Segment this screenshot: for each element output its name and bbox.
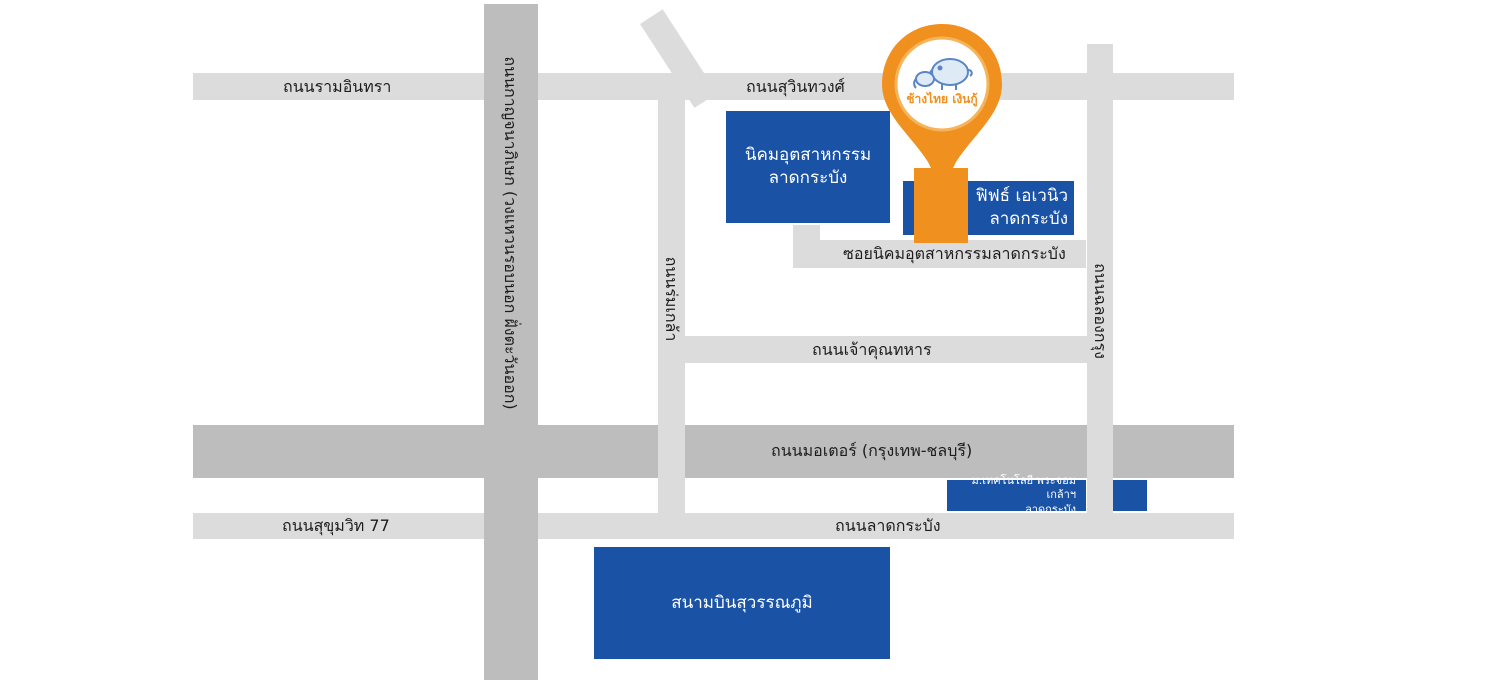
label-suwinthawong: ถนนสุวินทวงศ์ — [746, 77, 845, 96]
location-pin[interactable] — [880, 22, 1004, 192]
airport-block: สนามบินสุวรรณภูมิ — [594, 547, 890, 659]
first-avenue-name-line2: ลาดกระบัง — [989, 209, 1068, 229]
airport-name: สนามบินสุวรรณภูมิ — [671, 592, 813, 613]
kmitl-annex-block — [1113, 480, 1147, 511]
label-motorway: ถนนมอเตอร์ (กรุงเทพ-ชลบุรี) — [771, 441, 973, 460]
elephant-icon — [913, 58, 973, 90]
label-chaokhun-thahan: ถนนเจ้าคุณทหาร — [812, 340, 932, 359]
first-avenue-name-line1: ฟิฟธ์ เอเวนิว — [975, 186, 1068, 207]
industrial-estate-name-line1: นิคมอุตสาหกรรม — [744, 145, 872, 166]
label-kanchanaphisek: ถนนกาญจนาภิเษก (วงแหวนรอบนอก ฝั่งตะวันออ… — [501, 56, 520, 410]
map-pin-icon — [882, 24, 1002, 190]
kmitl-name-line1: ม.เทคโนโลยี พระจอมเกล้าฯ — [971, 474, 1076, 502]
road-sukhumvit77 — [193, 513, 1234, 539]
kmitl-block: ม.เทคโนโลยี พระจอมเกล้าฯ ลาดกระบัง — [947, 474, 1086, 516]
road-kanchanaphisek — [484, 4, 538, 680]
label-sukhumvit77: ถนนสุขุมวิท 77 — [282, 516, 390, 535]
label-ramintra: ถนนรามอินทรา — [283, 77, 392, 96]
industrial-estate-block: นิคมอุตสาหกรรม ลาดกระบัง — [726, 111, 890, 223]
industrial-estate-name-line2: ลาดกระบัง — [768, 168, 848, 188]
road-romklao — [658, 98, 685, 513]
pin-brand-label: ช้างไทย เงินกู้ — [906, 92, 978, 106]
road-chalongkrung — [1087, 44, 1113, 513]
label-chalongkrung: ถนนฉลองกรุง — [1091, 263, 1110, 359]
road-soi-nikhom-stub — [793, 225, 820, 245]
road-soi-nikhom — [793, 240, 1086, 268]
road-ramintra — [193, 73, 484, 100]
label-soi-nikhom: ซอยนิคมอุตสาหกรรมลาดกระบัง — [843, 244, 1066, 263]
road-motorway — [193, 425, 1234, 478]
label-latkrabang: ถนนลาดกระบัง — [835, 516, 941, 535]
road-chaokhun-thahan — [685, 336, 1087, 363]
label-romklao: ถนนร่มเกล้า — [662, 256, 681, 342]
kmitl-name-line2: ลาดกระบัง — [1025, 502, 1076, 516]
